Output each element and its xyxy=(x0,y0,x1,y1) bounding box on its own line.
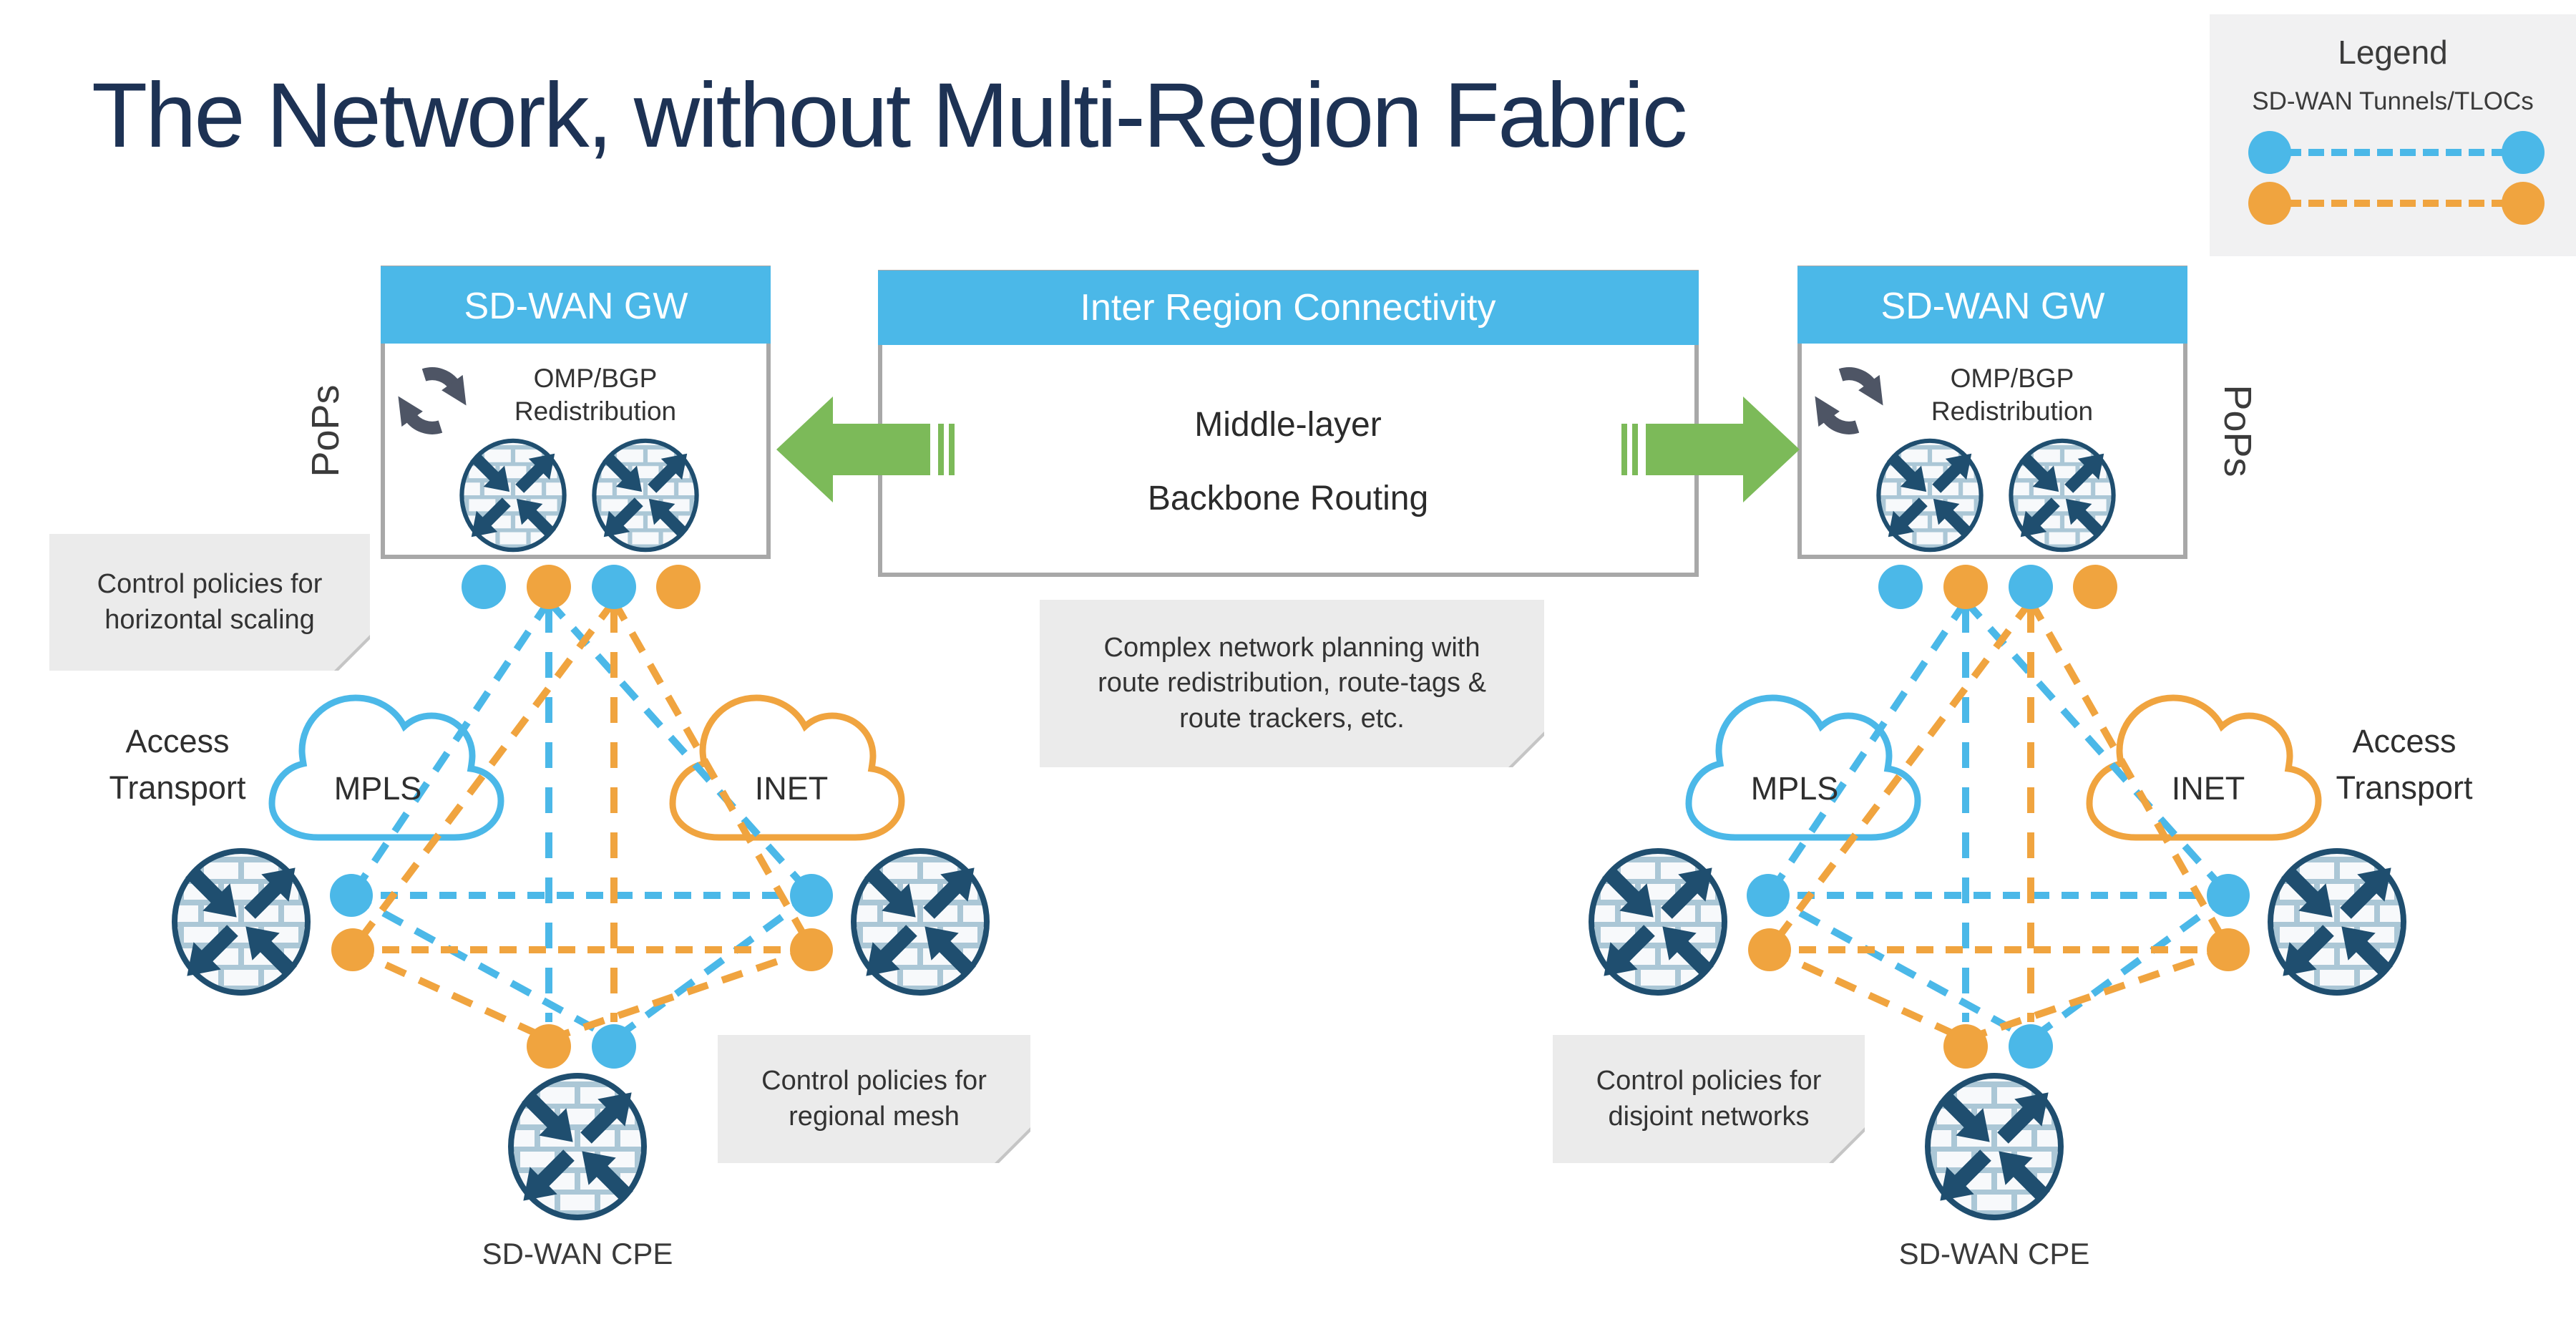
legend-orange-dot-left xyxy=(2248,182,2291,225)
cpe-label-left: SD-WAN CPE xyxy=(482,1237,673,1270)
inet-label-right: INET xyxy=(2171,770,2245,807)
pops-label-left: PoPs xyxy=(304,384,347,477)
callout-horizontal-scaling: Control policies for horizontal scaling xyxy=(49,534,370,671)
green-arrow-left xyxy=(776,397,955,502)
cpe-router-left xyxy=(173,851,308,993)
legend-blue-dashed-line xyxy=(2285,149,2507,156)
cpe-router-bottom xyxy=(509,1076,645,1217)
gw-header-right: SD-WAN GW xyxy=(1880,286,2105,327)
mpls-cloud xyxy=(272,698,501,837)
sdwan-gw-box xyxy=(381,266,771,559)
inter-region-body: Middle-layer Backbone Routing xyxy=(1147,405,1429,517)
tunnel-lines xyxy=(349,598,814,1043)
legend-blue-dot-right xyxy=(2502,131,2545,174)
cpe-router-right xyxy=(852,851,987,993)
legend-orange-dashed-line xyxy=(2285,200,2507,207)
legend-orange-dot-right xyxy=(2502,182,2545,225)
legend-panel: Legend SD-WAN Tunnels/TLOCs xyxy=(2210,14,2576,256)
inter-region-header: Inter Region Connectivity xyxy=(1080,287,1496,329)
callout-complex-planning: Complex network planning with route redi… xyxy=(1040,600,1544,767)
gw-header-left: SD-WAN GW xyxy=(464,286,688,327)
legend-blue-tunnel xyxy=(2248,130,2545,175)
legend-orange-tunnel xyxy=(2248,181,2545,225)
inet-label-left: INET xyxy=(754,770,829,807)
pops-label-right: PoPs xyxy=(2216,384,2259,477)
page-title: The Network, without Multi-Region Fabric xyxy=(92,64,1687,167)
cpe-label-right: SD-WAN CPE xyxy=(1898,1237,2090,1270)
access-transport-right: Access Transport xyxy=(2336,722,2473,806)
callout-disjoint-networks: Control policies for disjoint networks xyxy=(1553,1035,1865,1163)
inter-region-box xyxy=(878,270,1699,577)
mpls-label-left: MPLS xyxy=(333,770,422,807)
tloc-dots xyxy=(330,565,833,1069)
callout-regional-mesh: Control policies for regional mesh xyxy=(718,1035,1030,1163)
mpls-label-right: MPLS xyxy=(1750,770,1839,807)
legend-blue-dot-left xyxy=(2248,131,2291,174)
region-cluster xyxy=(173,565,987,1217)
legend-title: Legend xyxy=(2338,34,2448,71)
omp-bgp-label-right: OMP/BGP Redistribution xyxy=(1931,363,2094,426)
access-transport-left: Access Transport xyxy=(109,722,246,806)
legend-subtitle: SD-WAN Tunnels/TLOCs xyxy=(2252,87,2534,115)
omp-bgp-label-left: OMP/BGP Redistribution xyxy=(514,363,677,426)
